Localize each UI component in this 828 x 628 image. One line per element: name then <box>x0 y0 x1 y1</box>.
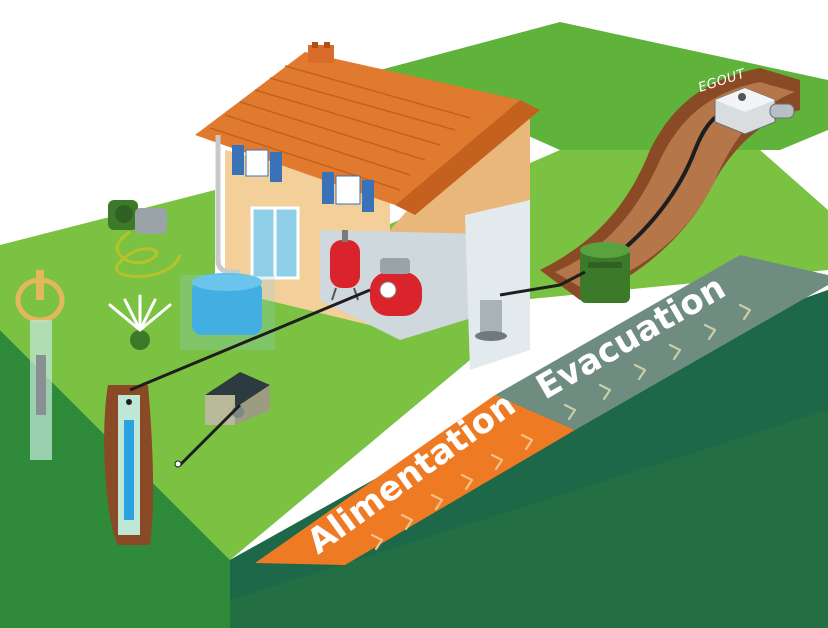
alimentation-chevrons <box>370 433 534 551</box>
lifting-station-icon <box>580 242 630 303</box>
sump-pump-icon <box>475 300 507 341</box>
well-icon <box>15 270 65 460</box>
sewer-connection-icon <box>714 87 795 135</box>
window-ground <box>250 206 300 280</box>
basement-room <box>465 200 530 370</box>
roof <box>195 52 520 205</box>
sprinkler-icon <box>108 294 172 350</box>
hill-soil-inner <box>555 82 795 290</box>
drain-pipe <box>499 270 586 297</box>
roof-side <box>395 100 540 215</box>
chimney <box>308 45 334 63</box>
rain-tank-icon <box>180 273 275 350</box>
supply-pipe <box>129 288 371 467</box>
pressure-tank-icon <box>330 230 360 301</box>
surface-pump-icon <box>108 200 167 234</box>
booster-pump-icon <box>370 258 422 316</box>
window-upper-right <box>322 172 374 212</box>
evacuation-chevrons <box>563 303 752 421</box>
filter-box-icon <box>205 372 270 425</box>
borehole-pump-icon <box>104 385 154 545</box>
garden-hose <box>115 230 182 278</box>
window-upper-left <box>232 145 282 182</box>
